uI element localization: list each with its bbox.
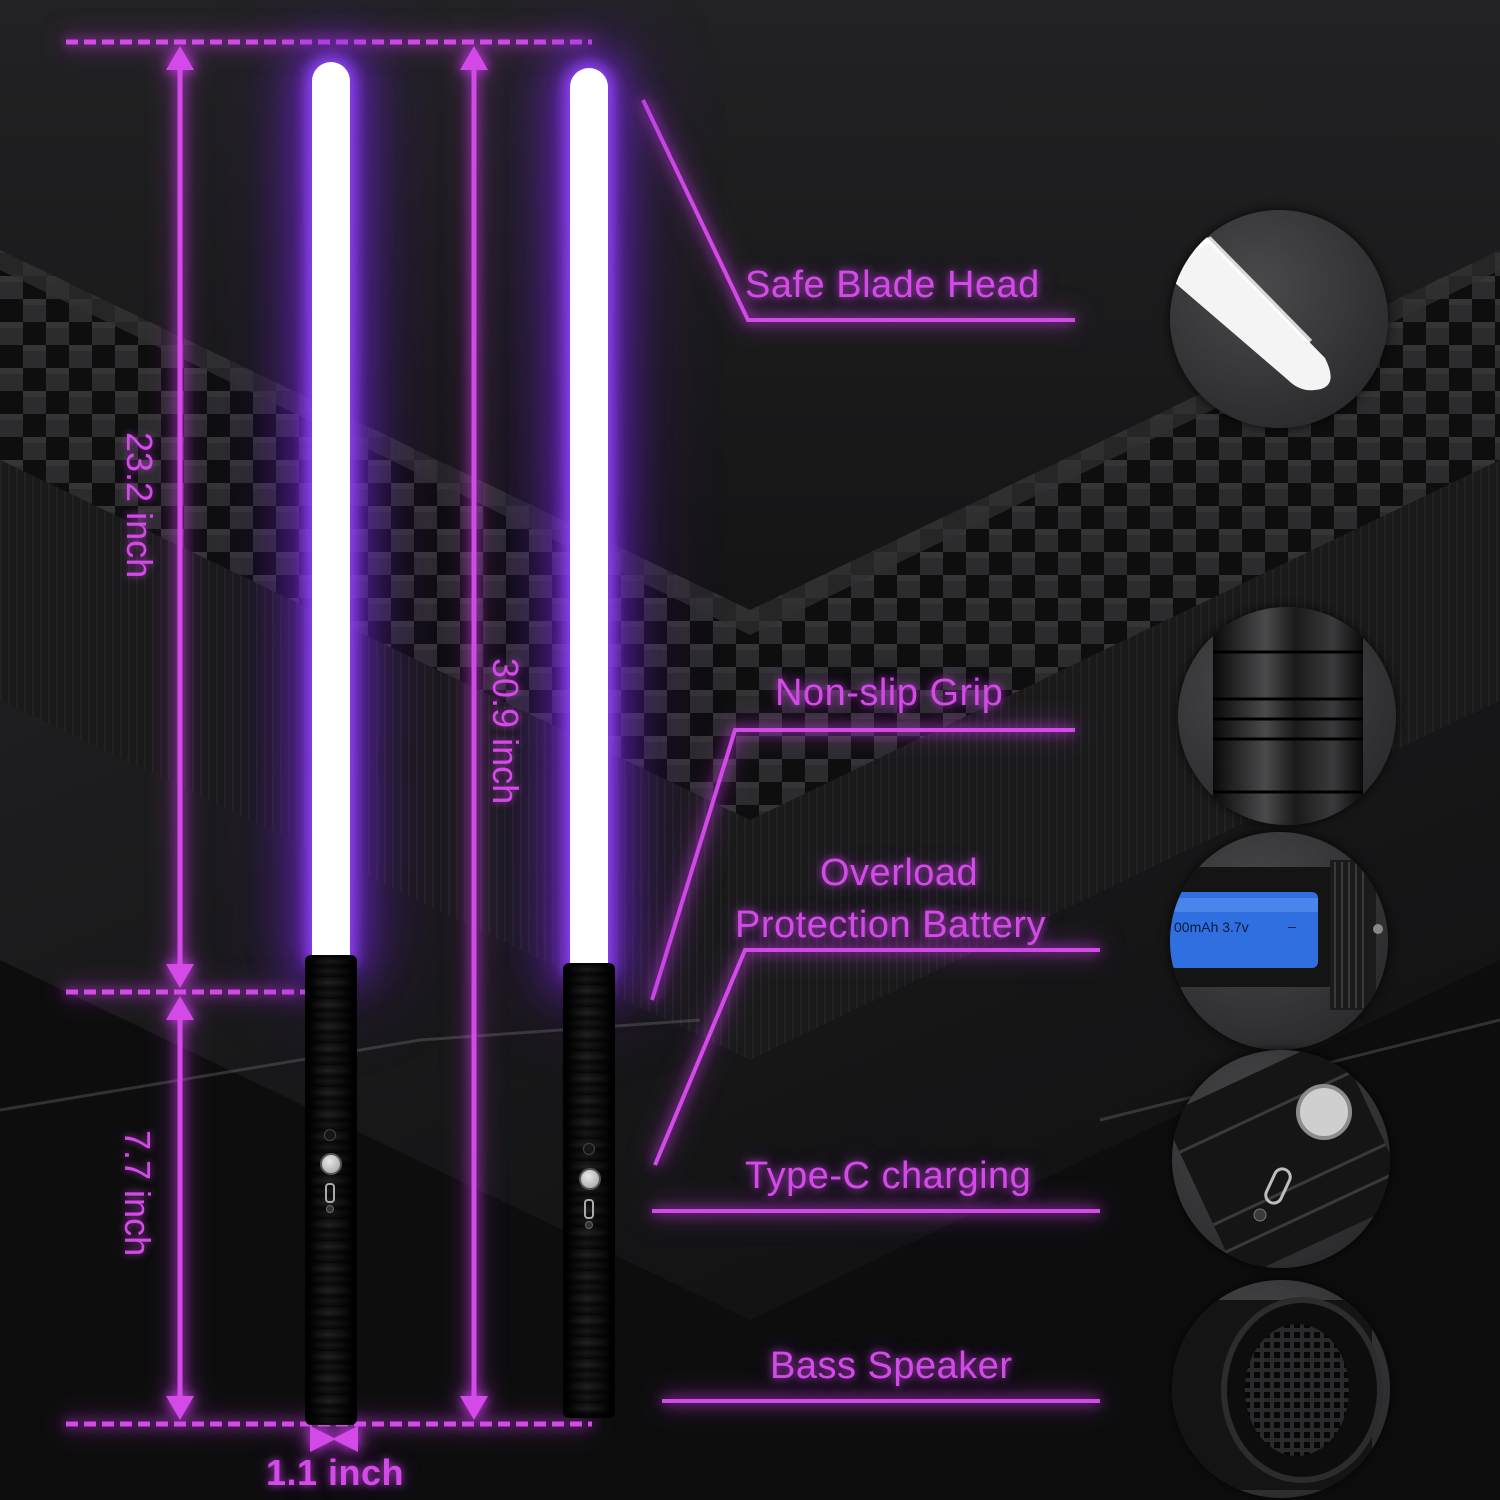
type-c-port-closeup-icon [1172, 1050, 1390, 1268]
feature-label-battery-line2: Protection Battery [735, 904, 1047, 946]
feature-label-type-c-charging: Type-C charging [745, 1155, 1032, 1197]
hilt-diameter-label: 1.1 inch [266, 1452, 405, 1493]
feature-label-non-slip-grip: Non-slip Grip [775, 672, 1004, 714]
feature-label-bass-speaker: Bass Speaker [770, 1345, 1013, 1387]
blade-length-label: 23.2 inch [119, 432, 160, 579]
usb-c-port-icon [325, 1183, 335, 1203]
saber-right-hilt [563, 963, 615, 1418]
power-button-icon [320, 1153, 342, 1175]
led-indicator-icon [583, 1143, 595, 1155]
battery-closeup-icon: 00mAh 3.7v – [1170, 832, 1388, 1050]
hilt-length-label: 7.7 inch [117, 1130, 158, 1257]
saber-right-blade [570, 68, 608, 973]
charge-light-icon [326, 1205, 334, 1213]
feature-label-safe-blade-head: Safe Blade Head [745, 264, 1040, 306]
usb-c-port-icon [584, 1199, 594, 1219]
saber-left-blade [312, 62, 350, 962]
saber-left-hilt [305, 955, 357, 1425]
battery-spec-text: 00mAh 3.7v [1174, 919, 1249, 935]
led-indicator-icon [324, 1129, 336, 1141]
power-button-icon [579, 1168, 601, 1190]
speaker-closeup-icon [1172, 1280, 1390, 1498]
blade-tip-closeup-icon [1170, 210, 1388, 428]
feature-label-battery-line1: Overload [820, 852, 979, 894]
total-length-label: 30.9 inch [485, 658, 526, 805]
charge-light-icon [585, 1221, 593, 1229]
grip-closeup-icon [1178, 607, 1396, 825]
battery-minus-text: – [1288, 918, 1296, 934]
